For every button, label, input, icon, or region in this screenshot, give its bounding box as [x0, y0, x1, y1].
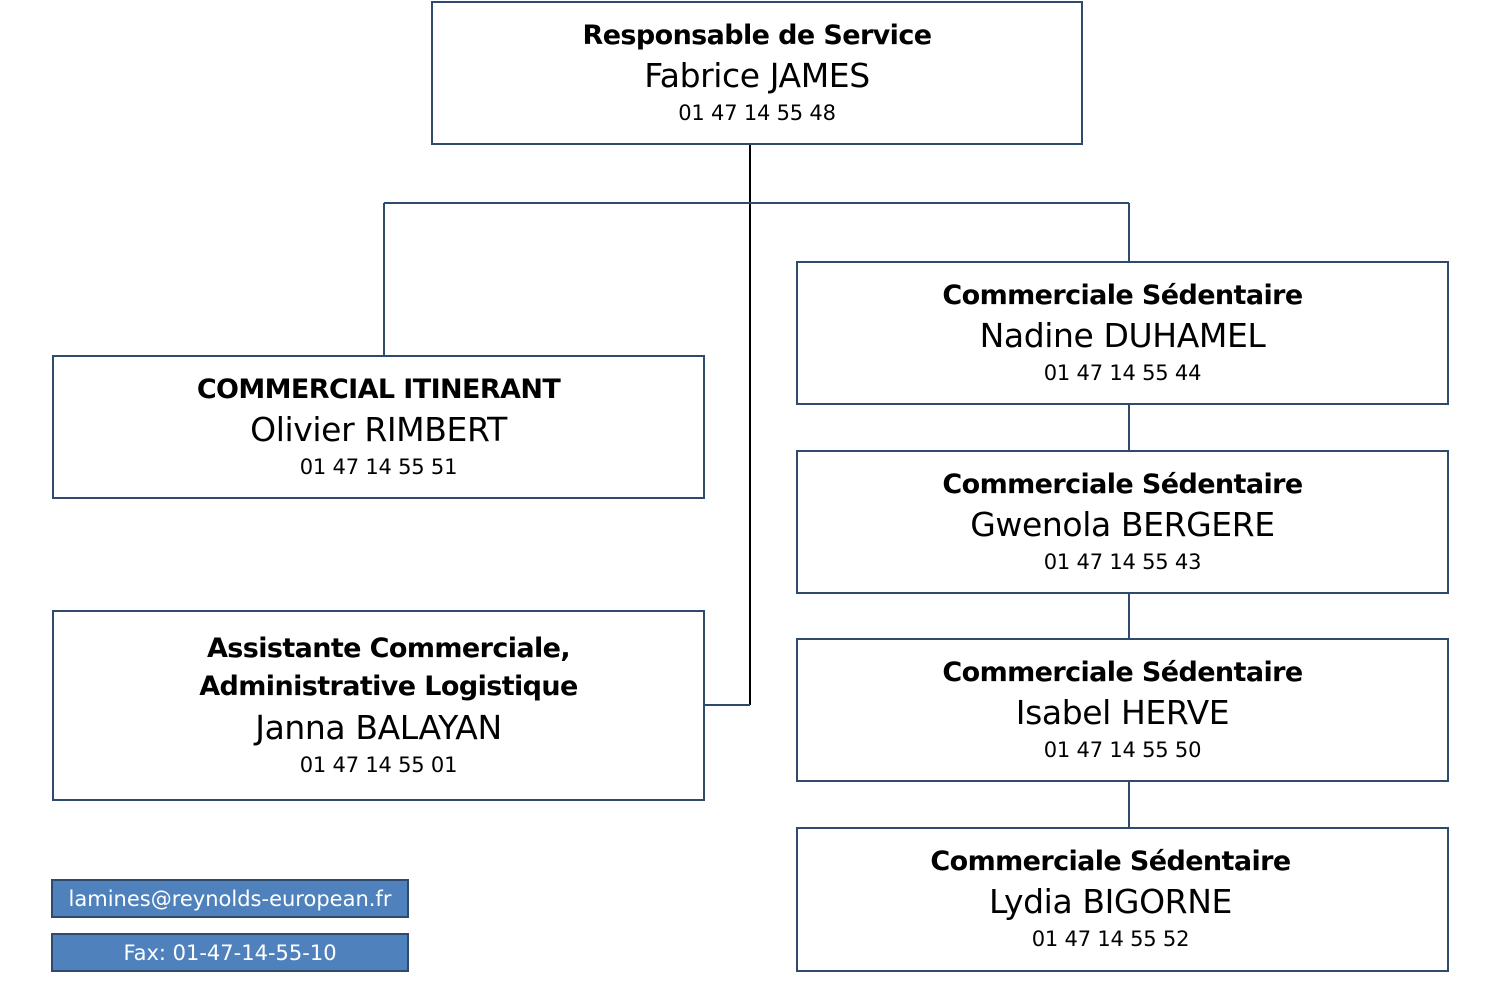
role-title: Commerciale Sédentaire [942, 468, 1303, 500]
fax-number: Fax: 01-47-14-55-10 [123, 940, 337, 965]
email-box: lamines@reynolds-european.fr [51, 879, 409, 918]
employee-box: Assistante Commerciale, Administrative L… [52, 610, 705, 801]
employee-box: Commerciale Sédentaire Lydia BIGORNE 01 … [796, 827, 1449, 972]
phone-number: 01 47 14 55 48 [678, 100, 836, 125]
role-title: Commerciale Sédentaire [942, 279, 1303, 311]
employee-box: Commerciale Sédentaire Isabel HERVE 01 4… [796, 638, 1449, 782]
email-address: lamines@reynolds-european.fr [68, 886, 392, 911]
manager-box: Responsable de Service Fabrice JAMES 01 … [431, 1, 1083, 145]
person-name: Lydia BIGORNE [989, 882, 1232, 922]
person-name: Fabrice JAMES [644, 55, 870, 95]
phone-number: 01 47 14 55 52 [1031, 927, 1190, 952]
person-name: Gwenola BERGERE [970, 504, 1275, 544]
role-title: COMMERCIAL ITINERANT [196, 373, 561, 405]
role-title: Assistante Commerciale, Administrative L… [199, 632, 578, 703]
employee-box: Commerciale Sédentaire Gwenola BERGERE 0… [796, 450, 1449, 594]
phone-number: 01 47 14 55 50 [1043, 737, 1202, 762]
employee-box: COMMERCIAL ITINERANT Olivier RIMBERT 01 … [52, 355, 705, 499]
person-name: Isabel HERVE [1015, 692, 1230, 732]
phone-number: 01 47 14 55 43 [1043, 549, 1202, 574]
person-name: Nadine DUHAMEL [979, 315, 1266, 355]
person-name: Olivier RIMBERT [250, 409, 507, 449]
role-title: Commerciale Sédentaire [942, 656, 1303, 688]
role-title: Responsable de Service [582, 19, 933, 51]
employee-box: Commerciale Sédentaire Nadine DUHAMEL 01… [796, 261, 1449, 405]
phone-number: 01 47 14 55 44 [1043, 360, 1202, 385]
role-title: Commerciale Sédentaire [930, 846, 1291, 878]
phone-number: 01 47 14 55 01 [299, 752, 458, 777]
phone-number: 01 47 14 55 51 [299, 454, 458, 479]
person-name: Janna BALAYAN [255, 707, 502, 747]
fax-box: Fax: 01-47-14-55-10 [51, 933, 409, 972]
